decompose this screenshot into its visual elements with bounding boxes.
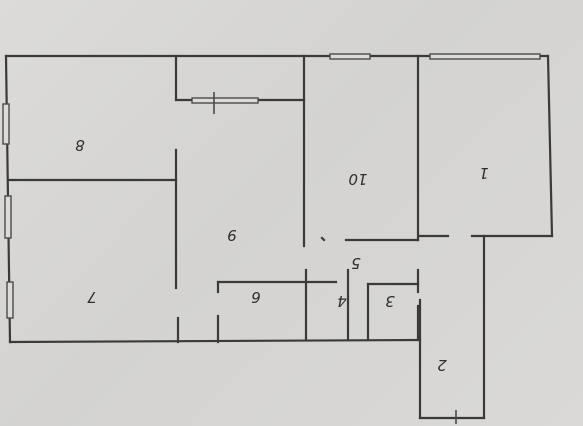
room-label-4: 4 xyxy=(337,292,347,310)
window-top-room10 xyxy=(329,53,371,60)
inner-walls xyxy=(6,54,420,344)
window-left-lower xyxy=(6,281,14,319)
room-label-2: 2 xyxy=(437,356,447,374)
room-label-9: 9 xyxy=(227,226,237,244)
room-label-6: 6 xyxy=(251,288,261,306)
room-labels: 1 2 3 4 5 6 7 8 9 10 xyxy=(75,136,489,374)
outer-wall-right xyxy=(546,54,554,238)
room-label-7: 7 xyxy=(87,288,97,306)
corridor-walls xyxy=(418,234,486,424)
room-label-10: 10 xyxy=(348,170,367,188)
outer-wall-bottom xyxy=(8,338,422,344)
wall-10-bottom-dot xyxy=(320,236,326,242)
room-label-1: 1 xyxy=(479,164,489,182)
window-left-upper xyxy=(2,103,10,145)
windows xyxy=(2,53,541,319)
window-left-middle xyxy=(4,195,12,239)
window-closet xyxy=(191,97,259,104)
room-label-8: 8 xyxy=(75,136,85,154)
room-label-5: 5 xyxy=(351,254,361,272)
room-label-3: 3 xyxy=(385,292,395,310)
window-top-room1 xyxy=(429,53,541,60)
